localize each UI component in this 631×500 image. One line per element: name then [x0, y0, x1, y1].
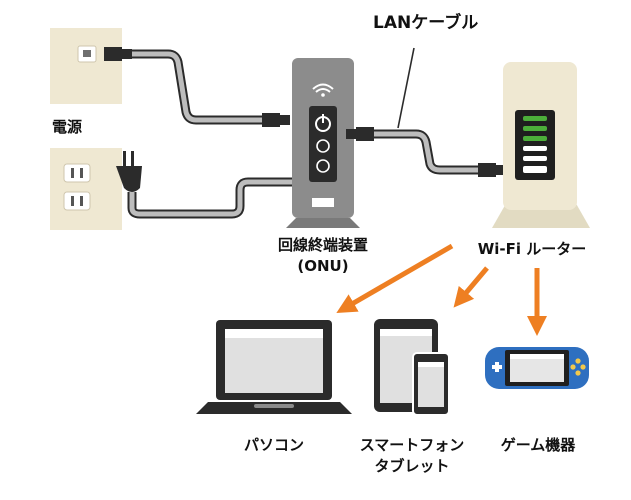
game-console-icon — [485, 347, 589, 389]
lan-cable-onu-router — [346, 127, 506, 177]
arrow-to-mobile — [453, 266, 489, 308]
wifi-icon — [312, 83, 334, 97]
lan-cable-pointer — [397, 47, 415, 129]
pc-label: パソコン — [243, 436, 305, 454]
arrow-to-pc — [336, 243, 454, 314]
lan-cable-label: LANケーブル — [373, 13, 479, 33]
onu-label-line1: 回線終端装置 — [277, 236, 369, 254]
wifi-router — [492, 62, 590, 228]
game-label: ゲーム機器 — [500, 436, 576, 454]
power-source-label: 電源 — [52, 118, 83, 136]
onu-label-line2: (ONU) — [297, 257, 349, 275]
wifi-arrows — [336, 243, 547, 336]
smartphone-icon — [412, 352, 450, 416]
mobile-label-line1: スマートフォン — [359, 436, 465, 454]
wifi-router-label: Wi-Fi ルーター — [477, 240, 587, 258]
lan-outlet-icon — [77, 45, 97, 63]
lan-wall-outlet — [50, 28, 122, 104]
power-cord — [116, 151, 294, 219]
lan-cable-wall-onu — [104, 47, 290, 127]
laptop-icon — [196, 320, 352, 414]
power-outlet-icon — [63, 163, 91, 211]
onu-device — [286, 58, 360, 228]
mobile-label-line2: タブレット — [374, 457, 450, 475]
power-icon — [315, 114, 331, 132]
power-wall-outlet — [50, 148, 122, 230]
